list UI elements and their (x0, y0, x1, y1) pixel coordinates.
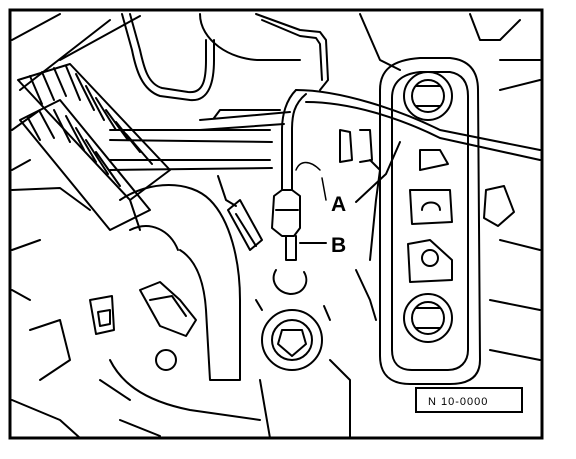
dipstick-tube (121, 13, 215, 102)
callout-a-label: A (331, 193, 346, 216)
callout-leaders (295, 141, 401, 244)
engine-block-outline (11, 13, 541, 439)
fitting-lower (99, 269, 351, 439)
figure-border (8, 8, 544, 440)
callout-b-label: B (331, 234, 346, 257)
right-structure-outline (355, 79, 541, 361)
figure-code-label: N 10-0000 (428, 396, 488, 408)
figure-code-box (415, 387, 523, 413)
vacuum-line-upper (255, 13, 329, 91)
hose-clamp-bracket (89, 281, 197, 337)
mounting-bracket-right (379, 57, 515, 385)
sensor-b (217, 175, 301, 261)
coolant-hose (119, 184, 241, 381)
engine-crossmember (109, 109, 373, 171)
corrugated-hose (17, 63, 171, 231)
